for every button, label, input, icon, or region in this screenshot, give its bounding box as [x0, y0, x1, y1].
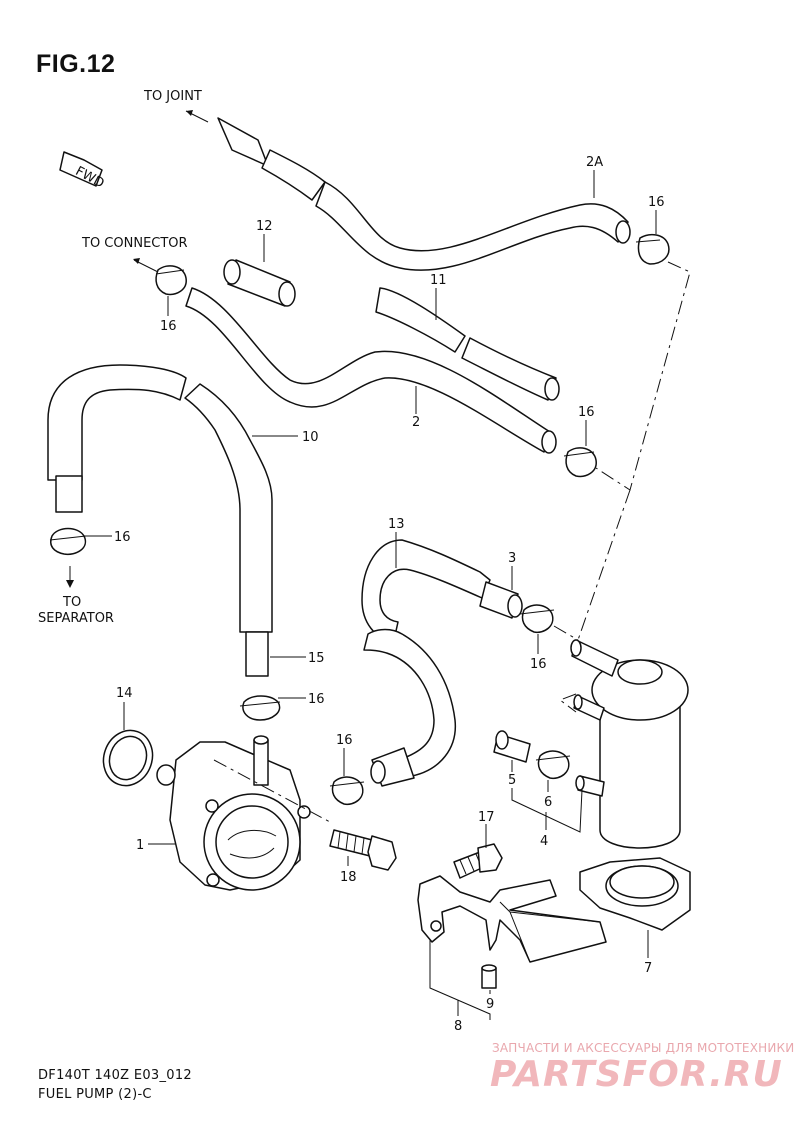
hose-5	[493, 730, 531, 763]
label-3: 3	[508, 551, 516, 566]
clip-16-middle-right	[563, 447, 597, 478]
label-9: 9	[486, 997, 494, 1012]
leader-lines	[66, 170, 657, 1020]
label-10: 10	[302, 430, 319, 445]
hose-11	[375, 287, 560, 401]
figure-title: FIG.12	[36, 50, 116, 78]
clip-16-hose3	[519, 604, 555, 634]
label-16-d: 16	[114, 530, 131, 545]
o-ring-14	[102, 729, 154, 787]
hose-13	[361, 539, 491, 787]
watermark-brand: PARTSFOR.RU	[490, 1054, 783, 1095]
bracket-8	[417, 875, 607, 963]
to-joint-arrow	[185, 110, 209, 123]
hose-10	[47, 364, 273, 677]
note-to-connector: TO CONNECTOR	[81, 236, 188, 251]
label-7: 7	[644, 961, 652, 976]
label-6: 6	[544, 795, 552, 810]
clip-16-lower	[329, 776, 365, 806]
bolt-17	[453, 843, 503, 879]
label-12: 12	[256, 219, 273, 234]
label-18: 18	[340, 870, 357, 885]
fwd-arrow: FWD	[59, 151, 107, 191]
hose-12	[223, 259, 296, 307]
sleeve-9	[481, 964, 497, 989]
label-4: 4	[540, 834, 548, 849]
clip-6	[535, 750, 571, 780]
clip-16-top-right	[635, 233, 670, 265]
hose-3	[479, 581, 523, 619]
label-17: 17	[478, 810, 495, 825]
watermark-tagline: ЗАПЧАСТИ И АКСЕССУАРЫ ДЛЯ МОТОТЕХНИКИ	[492, 1041, 795, 1055]
note-to: TO	[62, 595, 81, 610]
label-16-c: 16	[578, 405, 595, 420]
label-16-g: 16	[336, 733, 353, 748]
fuel-pump-1	[156, 735, 311, 891]
label-2: 2	[412, 415, 420, 430]
label-8: 8	[454, 1019, 462, 1034]
bracket-7	[579, 857, 691, 931]
fuel-filter	[570, 639, 689, 849]
label-13: 13	[388, 517, 405, 532]
label-16-a: 16	[648, 195, 665, 210]
label-1: 1	[136, 838, 144, 853]
clip-16-connector	[155, 265, 187, 296]
note-separator: SEPARATOR	[38, 611, 114, 626]
label-2a: 2A	[586, 155, 603, 170]
clip-16-pump	[239, 695, 281, 721]
label-16-b: 16	[160, 319, 177, 334]
label-5: 5	[508, 773, 516, 788]
hose-2a	[217, 117, 631, 271]
hose-2	[185, 287, 557, 454]
bolt-18	[329, 829, 397, 871]
label-11: 11	[430, 273, 447, 288]
clip-16-left	[49, 527, 87, 556]
label-16-f: 16	[308, 692, 325, 707]
label-16-e: 16	[530, 657, 547, 672]
label-14: 14	[116, 686, 133, 701]
dash-link-lines	[213, 261, 691, 823]
model-code: DF140T 140Z E03_012	[38, 1068, 192, 1083]
figure-subtitle: FUEL PUMP (2)-C	[38, 1087, 152, 1102]
label-15: 15	[308, 651, 325, 666]
part-labels: TO JOINT TO CONNECTOR TO SEPARATOR 2A 16…	[38, 89, 665, 1034]
note-to-joint: TO JOINT	[143, 89, 202, 104]
